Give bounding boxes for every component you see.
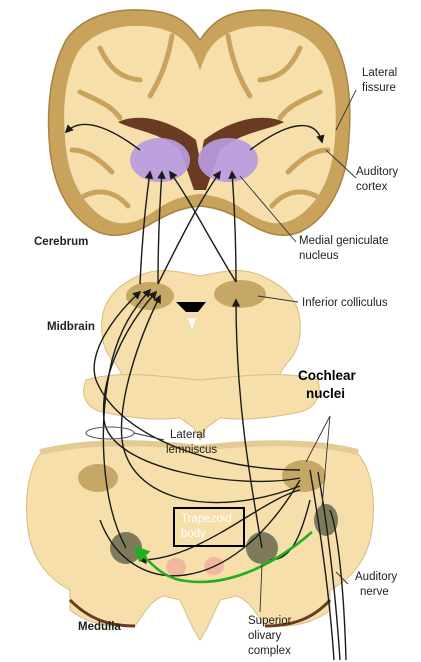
label-cochlear-nuclei-2: nuclei	[306, 386, 345, 401]
label-inferior-colliculus: Inferior colliculus	[302, 297, 388, 309]
label-medial-geniculate-1: Medial geniculate	[299, 235, 389, 247]
label-superior-olivary-2: olivary	[248, 630, 281, 642]
label-cochlear-nuclei-1: Cochlear	[298, 368, 357, 383]
region-label-cerebrum: Cerebrum	[34, 236, 88, 248]
cochlear-nucleus-left	[78, 464, 118, 492]
inferior-colliculus-right	[214, 280, 266, 308]
label-auditory-nerve-1: Auditory	[355, 571, 397, 583]
label-lateral-fissure-1: Lateral	[362, 67, 397, 79]
label-lateral-lemniscus-1: Lateral	[170, 429, 205, 441]
lateral-lemniscus-marker	[86, 427, 134, 439]
midbrain-section	[84, 271, 319, 440]
label-auditory-cortex-2: cortex	[356, 181, 388, 193]
label-lateral-lemniscus-2: lemniscus	[166, 444, 217, 456]
medial-geniculate-right	[198, 138, 258, 182]
label-trapezoid-body-1: Trapezoid	[181, 513, 232, 525]
label-medial-geniculate-2: nucleus	[299, 250, 339, 262]
label-auditory-cortex-1: Auditory	[356, 166, 398, 178]
label-lateral-fissure-2: fissure	[362, 82, 396, 94]
label-superior-olivary-1: Superior	[248, 615, 292, 627]
label-trapezoid-body-2: body	[181, 528, 206, 540]
label-superior-olivary-3: complex	[248, 645, 291, 657]
inferior-colliculus-left	[126, 282, 174, 310]
region-label-medulla: Medulla	[78, 621, 121, 633]
label-auditory-nerve-2: nerve	[360, 586, 389, 598]
trapezoid-nucleus-left	[166, 558, 186, 576]
cerebrum-section	[49, 10, 350, 235]
medial-geniculate-left	[130, 138, 190, 182]
region-label-midbrain: Midbrain	[47, 321, 95, 333]
